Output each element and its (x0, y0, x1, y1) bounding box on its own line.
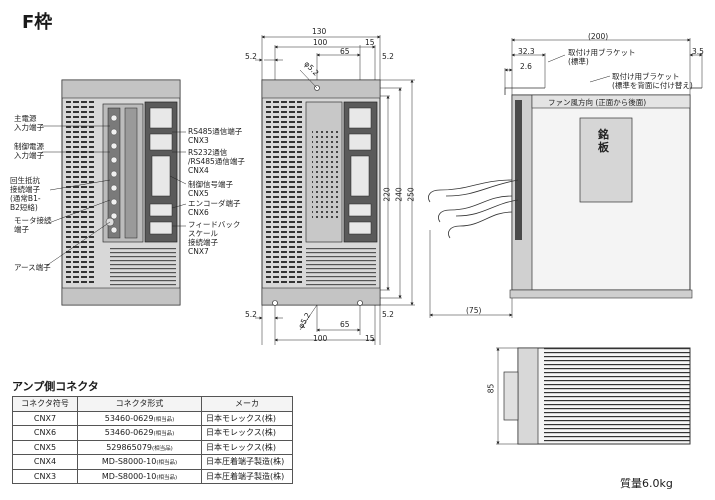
cell-type: 53460-0629(相当品) (77, 425, 202, 441)
side-view (428, 38, 703, 318)
cell-maker: 日本圧着端子製造(株) (201, 468, 293, 484)
header-maker: メーカ (201, 396, 293, 412)
cell-type-note: (相当品) (156, 460, 178, 467)
table-row: CNX7 53460-0629(相当品) 日本モレックス(株) (12, 410, 293, 426)
label-rs232-cnx4: RS232通信 /RS485通信端子 CNX4 (188, 148, 245, 175)
label-motor-terminal: モータ接続 端子 (14, 216, 52, 234)
cell-type-value: 529865079 (106, 442, 152, 452)
cell-type-note: (相当品) (153, 431, 175, 438)
cell-maker: 日本モレックス(株) (201, 439, 293, 455)
dim-15-bottom: 15 (365, 334, 375, 343)
label-bracket-standard: 取付け用ブラケット (標準) (568, 48, 636, 66)
label-bracket-rear: 取付け用ブラケット (標準を背面に付け替え) (612, 72, 693, 90)
cell-type-value: MD-S8000-10 (101, 471, 157, 481)
cell-maker: 日本圧着端子製造(株) (201, 454, 293, 470)
bottom-view (496, 347, 691, 445)
table-row: CNX3 MD-S8000-10(相当品) 日本圧着端子製造(株) (12, 468, 293, 484)
cell-type: MD-S8000-10(相当品) (77, 468, 202, 484)
cell-type-note: (相当品) (152, 445, 173, 452)
cell-code: CNX7 (12, 410, 78, 426)
cell-type-value: 53460-0629 (104, 413, 154, 423)
dim-200: (200) (588, 32, 609, 41)
cell-type: 529865079(相当品) (77, 439, 202, 455)
cell-code: CNX5 (12, 439, 78, 455)
label-encoder-cnx6: エンコーダ端子 CNX6 (188, 199, 241, 217)
label-feedback-scale-cnx7: フィードバック スケール 接続端子 CNX7 (188, 220, 241, 256)
label-earth-terminal: アース端子 (14, 263, 51, 272)
dim-5-2-top-right: 5.2 (382, 52, 394, 61)
dim-250: 250 (406, 187, 416, 202)
cell-type-note: (相当品) (153, 416, 175, 423)
label-fan-direction: ファン風方向 (正面から後面) (548, 98, 647, 107)
cell-code: CNX6 (12, 425, 78, 441)
label-rs485-cnx3: RS485通信端子 CNX3 (188, 127, 243, 145)
dim-65-top: 65 (340, 47, 350, 56)
table-row: CNX5 529865079(相当品) 日本モレックス(株) (12, 439, 293, 455)
label-regen-resistor-terminal: 回生抵抗 接続端子 (通常B1- B2短絡) (10, 176, 41, 212)
cell-maker: 日本モレックス(株) (201, 425, 293, 441)
label-control-signal-cnx5: 制御信号端子 CNX5 (188, 180, 233, 198)
label-main-power-terminal: 主電源 入力端子 (14, 114, 44, 132)
dim-32-3: 32.3 (518, 47, 535, 56)
connector-table: コネクタ符号 コネクタ形式 メーカ CNX7 53460-0629(相当品) 日… (12, 396, 293, 484)
cell-type-note: (相当品) (156, 474, 178, 481)
cell-code: CNX4 (12, 454, 78, 470)
cell-code: CNX3 (12, 468, 78, 484)
connector-table-title: アンプ側コネクタ (12, 380, 99, 393)
dim-5-2-bottom-left: 5.2 (245, 310, 257, 319)
dim-2-6: 2.6 (520, 62, 532, 71)
dim-65-bottom: 65 (340, 320, 350, 329)
front-view-labeled (42, 79, 187, 306)
cell-type: MD-S8000-10(相当品) (77, 454, 202, 470)
dim-5-2-top-left: 5.2 (245, 52, 257, 61)
label-nameplate: 銘 板 (598, 128, 609, 154)
dim-100-bottom: 100 (313, 334, 328, 343)
table-row: CNX6 53460-0629(相当品) 日本モレックス(株) (12, 425, 293, 441)
dim-130: 130 (312, 27, 327, 36)
front-view-dimensioned (255, 35, 415, 345)
frame-title: F枠 (22, 12, 53, 33)
dim-220: 220 (382, 187, 392, 202)
cell-type-value: MD-S8000-10 (101, 457, 157, 467)
cell-type: 53460-0629(相当品) (77, 410, 202, 426)
dim-5-2-bottom-right: 5.2 (382, 310, 394, 319)
dim-15-top: 15 (365, 38, 375, 47)
cell-maker: 日本モレックス(株) (201, 410, 293, 426)
header-connector-type: コネクタ形式 (77, 396, 202, 412)
dim-3-5: 3.5 (692, 47, 704, 56)
cell-type-value: 53460-0629 (104, 428, 154, 438)
mass-label: 質量6.0kg (620, 477, 673, 490)
table-header-row: コネクタ符号 コネクタ形式 メーカ (12, 396, 293, 412)
label-control-power-terminal: 制御電源 入力端子 (14, 142, 44, 160)
dim-100-top: 100 (313, 38, 328, 47)
table-row: CNX4 MD-S8000-10(相当品) 日本圧着端子製造(株) (12, 454, 293, 470)
dim-75: (75) (466, 306, 482, 315)
dim-240: 240 (394, 187, 404, 202)
dim-85: 85 (486, 383, 496, 394)
header-connector-code: コネクタ符号 (12, 396, 78, 412)
